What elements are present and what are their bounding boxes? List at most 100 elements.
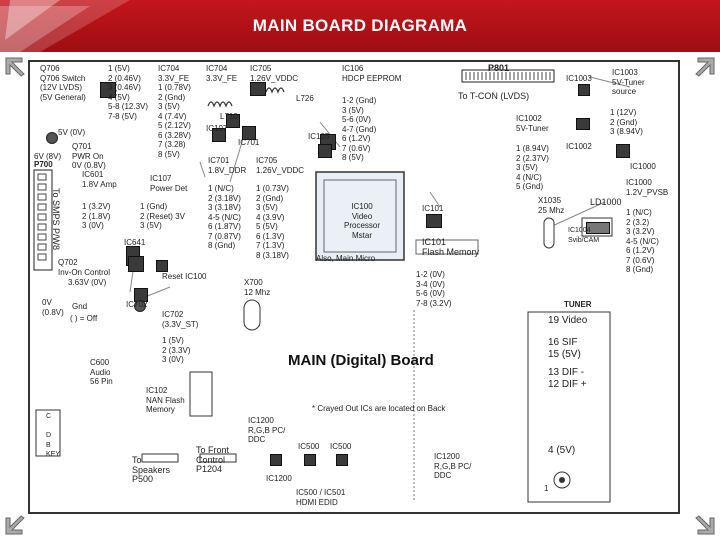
ic-chip-ic500b [336, 454, 348, 466]
label-to-front: To Front Control P1204 [196, 445, 230, 474]
label-key: C D B KEY [46, 413, 61, 458]
label-ic1002-small: IC1002 [566, 142, 592, 151]
label-ic106: IC106 HDCP EEPROM [342, 64, 402, 83]
label-p700: P700 [34, 160, 53, 169]
label-ic702b: IC702 (3.3V_ST) [162, 310, 199, 329]
corner-arrow-icon [695, 57, 715, 77]
label-q701: Q701 PWR On 0V (0.8V) [72, 142, 106, 170]
label-off-legend: ( ) = Off [70, 314, 98, 323]
ic-chip-ic701 [242, 126, 256, 140]
label-tuner-pin-1: 16 SIF [548, 337, 578, 348]
label-ic1000-pins: 1 (N/C) 2 (3.2) 3 (3.2V) 4-5 (N/C) 6 (1.… [626, 208, 659, 274]
label-ic1200: IC1200 R,G,B PC/ DDC [248, 416, 286, 444]
label-ic705-top: IC705 1.26V_VDDC [250, 64, 299, 83]
label-tuner-pin-0: 19 Video [548, 315, 588, 326]
label-ic1002: IC1002 5V-Tuner [516, 114, 549, 133]
label-ic101-pins: 1-2 (0V) 3-4 (0V) 5-6 (0V) 7-8 (3.2V) [416, 270, 452, 308]
corner-arrow-icon [5, 515, 25, 535]
corner-arrow-icon [5, 57, 25, 77]
ic-chip-ic101 [426, 214, 442, 228]
ic-chip-ic500a [304, 454, 316, 466]
label-q701-bot: 6V (8V) [34, 152, 62, 161]
label-ic1003: IC1003 [566, 74, 592, 83]
label-ic107: IC107 [206, 124, 228, 133]
label-ic102: IC102 NAN Flash Memory [146, 386, 185, 414]
label-ic106-pins: 1-2 (Gnd) 3 (5V) 5-6 (0V) 4-7 (Gnd) 6 (1… [342, 96, 377, 162]
label-ic1000b: IC1000 1.2V_PVSB [626, 178, 669, 197]
ic-chip-ic107 [212, 128, 226, 142]
label-ic1003-pins: 1 (12V) 2 (Gnd) 3 (8.94V) [610, 108, 643, 136]
label-ic702: IC702 [126, 300, 148, 309]
label-ic1200-small: IC1200 [266, 474, 292, 483]
corner-arrow-icon [695, 515, 715, 535]
label-ic701b-pins: 1 (N/C) 2 (3.18V) 3 (3.18V) 4-5 (N/C) 6 … [208, 184, 241, 250]
label-ic107b-pins: 1 (Gnd) 2 (Reset) 3V 3 (5V) [140, 202, 185, 230]
label-ic701b: IC701 1.8V_DDR [208, 156, 247, 175]
label-ic101: IC101 [422, 204, 444, 213]
label-0v: 0V (0.8V) [42, 298, 64, 317]
label-ic705b: IC705 1.26V_VDDC [256, 156, 305, 175]
ic-chip-ic1000 [616, 144, 630, 158]
label-tuner-1: 1 [544, 484, 549, 493]
label-grayed-note: * Crayed Out ICs are located on Back [312, 404, 446, 413]
label-l726: L726 [296, 94, 314, 103]
label-q701-left: 5V (0V) [58, 128, 86, 137]
label-to-speakers: To Speakers P500 [132, 455, 171, 484]
label-tuner-pin-4: 12 DIF + [548, 379, 587, 390]
label-q702: Q702 Inv-On Control [58, 258, 111, 277]
ic-chip-ic1003 [578, 84, 590, 96]
label-ic704-top: IC704 3.3V_FE [206, 64, 238, 83]
label-ic601-pins: 1 (3.2V) 2 (1.8V) 3 (0V) [82, 202, 111, 230]
label-tuner-pin-2: 15 (5V) [548, 349, 581, 360]
label-ic107b: IC107 Power Det [150, 174, 188, 193]
label-ic105: IC105 [308, 132, 330, 141]
ic-chip-ic105 [318, 144, 332, 158]
label-ic641: IC641 [124, 238, 146, 247]
label-p801: P801 [488, 63, 510, 73]
label-to-tcon: To T-CON (LVDS) [458, 91, 530, 101]
label-ic100-note: Also, Main Micro [316, 254, 376, 263]
page-title: MAIN BOARD DIAGRAMA [252, 16, 468, 35]
label-ic500a: IC500 [298, 442, 320, 451]
board-title: MAIN (Digital) Board [288, 352, 434, 369]
label-ic1003-desc: IC1003 5V-Tuner source [612, 68, 645, 96]
label-ic1004: IC1004 Svib/CAM [568, 227, 600, 244]
ic-chip-ic1200 [270, 454, 282, 466]
label-ic701: IC701 [238, 138, 260, 147]
logo-swoosh-icon [0, 0, 130, 52]
label-ic705b-pins: 1 (0.73V) 2 (Gnd) 3 (5V) 4 (3.9V) 5 (5V)… [256, 184, 289, 260]
label-tuner-4: 4 (5V) [548, 445, 576, 456]
ic-chip-ic705 [250, 82, 266, 96]
label-x1035: X1035 25 Mhz [538, 196, 565, 215]
label-ld1000: LD1000 [590, 197, 622, 207]
ic-chip-ic704 [226, 114, 240, 128]
ic-chip-ic1004 [586, 222, 610, 234]
label-ic101-desc: IC101 Flash Memory [422, 237, 480, 257]
label-q702-v: 3.63V (0V) [68, 278, 107, 287]
label-reset-ic100: Reset IC100 [162, 272, 207, 281]
label-q706: Q706 Q706 Switch (12V LVDS) (5V General) [40, 64, 86, 102]
header-bar: MAIN BOARD DIAGRAMA [0, 0, 720, 52]
label-x700: X700 12 Mhz [244, 278, 271, 297]
label-ic500b: IC500 [330, 442, 352, 451]
ic-chip-q702 [128, 256, 144, 272]
label-ic1002-pins: 1 (8.94V) 2 (2.37V) 3 (5V) 4 (N/C) 5 (Gn… [516, 144, 549, 191]
label-tuner-pin-3: 13 DIF - [548, 367, 585, 378]
label-ic1000: IC1000 [630, 162, 656, 171]
label-ic500-501: IC500 / IC501 HDMI EDID [296, 488, 346, 507]
ic-chip-q706 [100, 82, 116, 98]
label-ic1200b: IC1200 R,G,B PC/ DDC [434, 452, 472, 480]
label-ic704: IC704 3.3V_FE 1 (0.78V) 2 (Gnd) 3 (5V) 4… [158, 64, 191, 159]
label-c600: C600 Audio 56 Pin [90, 358, 113, 386]
label-l710: L710 [220, 112, 238, 121]
ic-chip-ic1002 [576, 118, 590, 130]
label-ic702-pins: 1 (5V) 2 (3.3V) 3 (0V) [162, 336, 191, 364]
label-tuner: TUNER [564, 300, 592, 309]
label-ic100: IC100 Video Processor Mstar [344, 202, 381, 240]
label-gnd: Gnd [72, 302, 88, 311]
label-q706-pins: 1 (5V) 2 (0.46V) 3 (0.46V) 4 (5V) 5-8 (1… [108, 64, 149, 121]
connector-dot [134, 300, 146, 312]
main-board: Q706 Q706 Switch (12V LVDS) (5V General)… [28, 60, 680, 514]
connector-dot [46, 132, 58, 144]
ic-chip-reset [156, 260, 168, 272]
